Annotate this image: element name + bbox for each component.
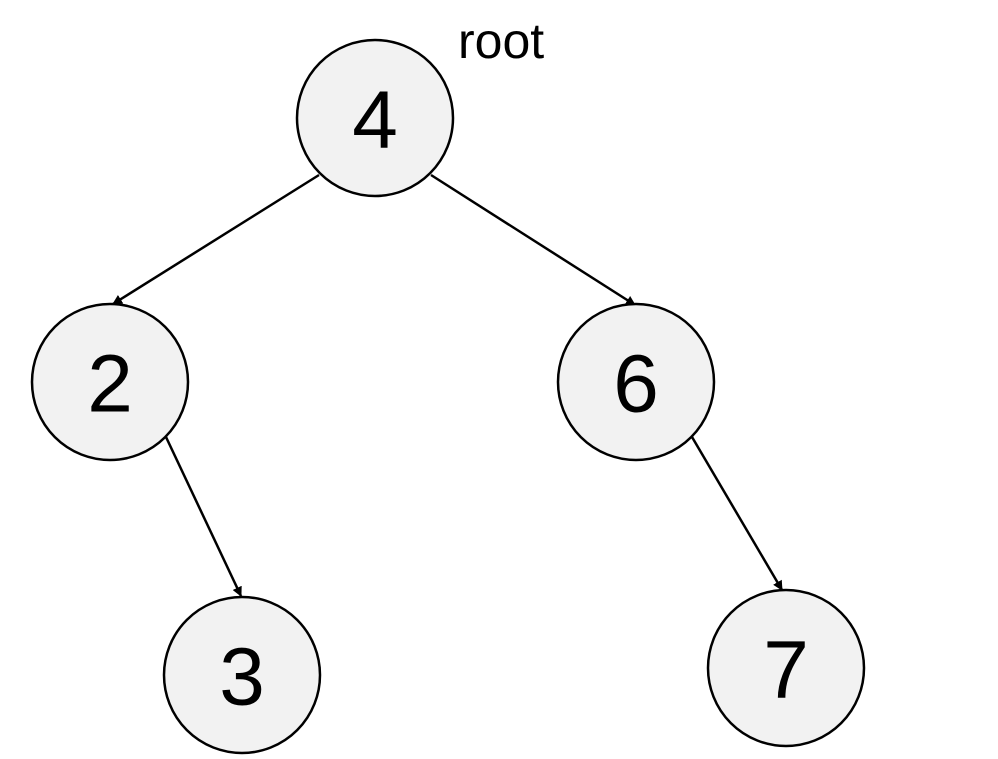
root-label: root <box>458 13 544 69</box>
node-circle <box>162 595 322 755</box>
node-label: 3 <box>219 632 265 723</box>
node-label: 4 <box>352 75 398 166</box>
edge-4-to-6 <box>430 173 636 307</box>
tree-node-2: 2 <box>30 302 190 462</box>
edge-2-to-3 <box>164 436 243 597</box>
node-circle <box>556 302 716 462</box>
node-circle <box>706 588 866 748</box>
node-circle <box>30 302 190 462</box>
edge-6-to-7 <box>690 436 784 591</box>
tree-node-6: 6 <box>556 302 716 462</box>
tree-node-7: 7 <box>706 588 866 748</box>
tree-node-3: 3 <box>162 595 322 755</box>
node-circle <box>295 38 455 198</box>
tree-node-4: 4 <box>295 38 455 198</box>
node-label: 7 <box>763 625 809 716</box>
node-label: 2 <box>87 339 133 430</box>
node-label: 6 <box>613 339 659 430</box>
edge-4-to-2 <box>112 173 320 306</box>
